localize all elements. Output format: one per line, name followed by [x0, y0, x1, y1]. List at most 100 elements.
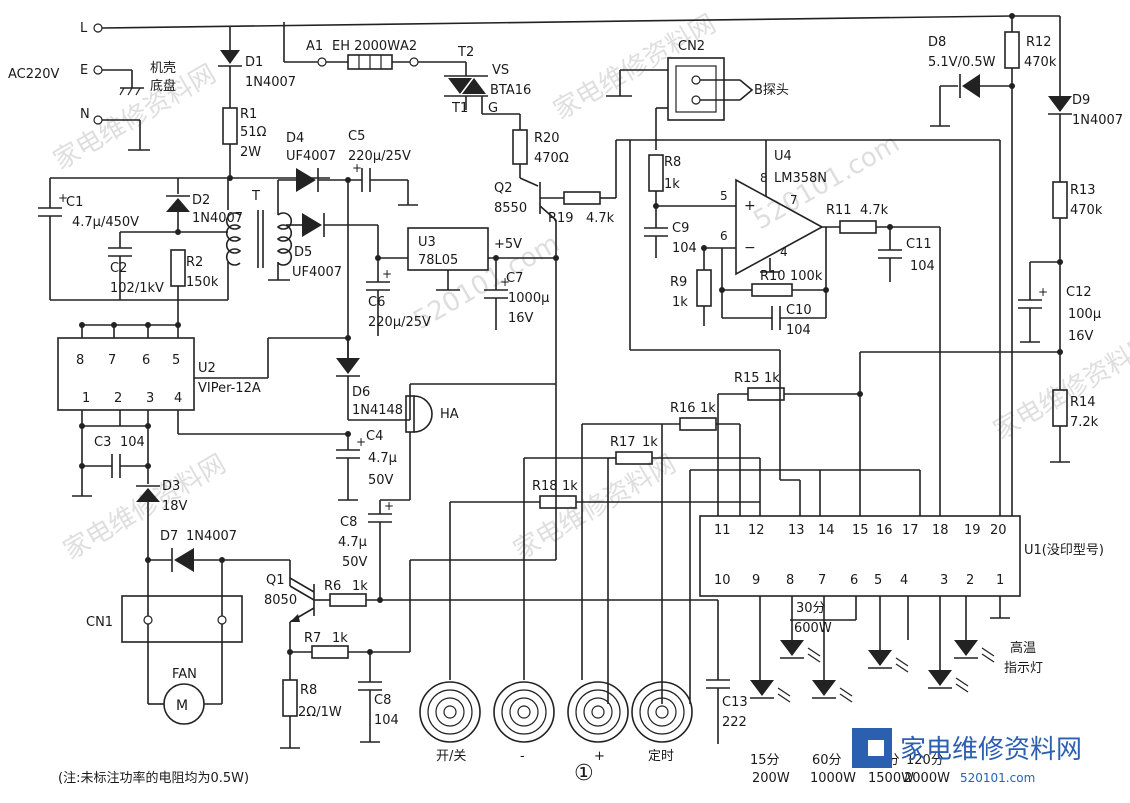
- u1-pin: 13: [788, 523, 805, 538]
- figure-number: ①: [574, 761, 594, 786]
- chassis-label: 机壳: [150, 61, 176, 76]
- c6-value: 220μ/25V: [368, 315, 431, 330]
- svg-text:+: +: [58, 191, 68, 205]
- c5: + C5 220μ/25V: [348, 129, 418, 206]
- d5-ref: D5: [294, 245, 312, 260]
- svg-text:+: +: [744, 198, 756, 214]
- c8a-value: 4.7μ: [338, 535, 367, 550]
- r10-ref: R10: [760, 269, 786, 284]
- c10-value: 104: [786, 323, 811, 338]
- u1-pins-bottom: 10 9 8 7 6 5 4 3 2 1: [714, 573, 1004, 588]
- buzzer-ha: HA: [348, 258, 557, 433]
- c6: + C6 220μ/25V: [366, 258, 431, 336]
- led-90-power: 1500W: [868, 771, 914, 786]
- c7-voltage: 16V: [508, 311, 534, 326]
- r1: R1 51Ω 2W: [222, 107, 267, 178]
- r15-value: 1k: [764, 371, 780, 386]
- d3: D3 18V: [136, 466, 188, 560]
- u2-pin: 6: [142, 353, 150, 368]
- opamp-pin8: 8: [760, 171, 768, 185]
- r16-value: 1k: [700, 401, 716, 416]
- u1-pin: 16: [876, 523, 893, 538]
- u2-pin: 8: [76, 353, 84, 368]
- r8b-ref: R8: [300, 683, 317, 698]
- cn2-probe: B探头: [754, 83, 789, 98]
- c1-value: 4.7μ/450V: [72, 215, 139, 230]
- button-timer[interactable]: 定时: [631, 681, 693, 764]
- r6-value: 1k: [352, 579, 368, 594]
- r20-ref: R20: [534, 131, 560, 146]
- d8: D8 5.1V/0.5W: [928, 35, 1012, 127]
- logo-url: 520101.com: [960, 771, 1035, 785]
- triac-part: BTA16: [490, 83, 531, 98]
- c3-value: 104: [120, 435, 145, 450]
- transformer-t: T: [225, 178, 302, 300]
- opamp-pin5: 5: [720, 189, 728, 203]
- u3-ref: U3: [418, 235, 436, 250]
- u1-pin: 17: [902, 523, 919, 538]
- u1-pin: 6: [850, 573, 858, 588]
- button-power[interactable]: 开/关: [419, 681, 481, 764]
- rail-e-label: E: [80, 63, 88, 78]
- d7: D7 1N4007: [148, 529, 315, 601]
- motor-label: M: [176, 698, 188, 714]
- u1-pin: 5: [874, 573, 882, 588]
- r14-value: 7.2k: [1070, 415, 1099, 430]
- d9: D9 1N4007: [1048, 16, 1123, 182]
- c8b-value: 104: [374, 713, 399, 728]
- c3-ref: C3: [94, 435, 111, 450]
- svg-text:+: +: [384, 499, 394, 513]
- r8-2ohm: R8 2Ω/1W: [280, 652, 342, 749]
- c12-value: 100μ: [1068, 307, 1101, 322]
- r13-ref: R13: [1070, 183, 1096, 198]
- heater-label: EH 2000W: [332, 39, 400, 54]
- led-indicators: 15分 200W 30分 600W 60分 1000W 90分 1500W 12…: [750, 601, 1043, 786]
- c11-value: 104: [910, 259, 935, 274]
- u1-pin: 2: [966, 573, 974, 588]
- c1: + C1 4.7μ/450V: [38, 178, 228, 301]
- d1: D1 1N4007: [218, 27, 296, 108]
- r11-value: 4.7k: [860, 203, 889, 218]
- c9: C9 104: [644, 206, 697, 258]
- opamp-pin6: 6: [720, 229, 728, 243]
- cn2: CN2 B探头: [606, 39, 789, 150]
- button-minus[interactable]: -: [493, 681, 555, 764]
- button-plus[interactable]: +: [567, 681, 629, 764]
- t-ref: T: [251, 189, 260, 204]
- c12-ref: C12: [1066, 285, 1092, 300]
- c7-ref: C7: [506, 271, 523, 286]
- c7-value: 1000μ: [508, 291, 549, 306]
- u1-pin: 12: [748, 523, 765, 538]
- watermark-text: 家电维修资料网: [49, 59, 222, 176]
- r18-ref: R18: [532, 479, 558, 494]
- u1-pin: 10: [714, 573, 731, 588]
- c11-ref: C11: [906, 237, 932, 252]
- u1-pin: 3: [940, 573, 948, 588]
- u2-ref: U2: [198, 361, 216, 376]
- svg-text:+: +: [382, 267, 392, 281]
- u3: U3 78L05: [407, 227, 556, 291]
- c4-ref: C4: [366, 429, 383, 444]
- c10: C10 104: [722, 303, 826, 338]
- opamp-u4: +− U4 LM358N 5 6 8 7 4: [704, 140, 840, 276]
- q1-ref: Q1: [266, 573, 285, 588]
- d4: D4 UF4007: [286, 131, 362, 192]
- ha-label: HA: [440, 407, 459, 422]
- r19-ref: R19: [548, 211, 574, 226]
- d5: D5 UF4007: [292, 213, 379, 280]
- r17-value: 1k: [642, 435, 658, 450]
- svg-text:+: +: [356, 435, 366, 449]
- c8-104: C8 104: [358, 652, 399, 743]
- d6: D6 1N4148: [336, 338, 403, 420]
- rail-n-label: N: [80, 107, 90, 122]
- u1-ref: U1(没印型号): [1024, 543, 1104, 558]
- r8a-value: 1k: [664, 177, 680, 192]
- u4-part: LM358N: [774, 171, 827, 186]
- led-120-power: 2000W: [904, 771, 950, 786]
- u1-pin: 19: [964, 523, 981, 538]
- opamp-pin4: 4: [780, 245, 788, 259]
- d3-ref: D3: [162, 479, 180, 494]
- fan-label: FAN: [172, 667, 197, 682]
- u2-viper: 8 7 6 5 1 2 3 4 U2 VIPer-12A: [57, 322, 348, 466]
